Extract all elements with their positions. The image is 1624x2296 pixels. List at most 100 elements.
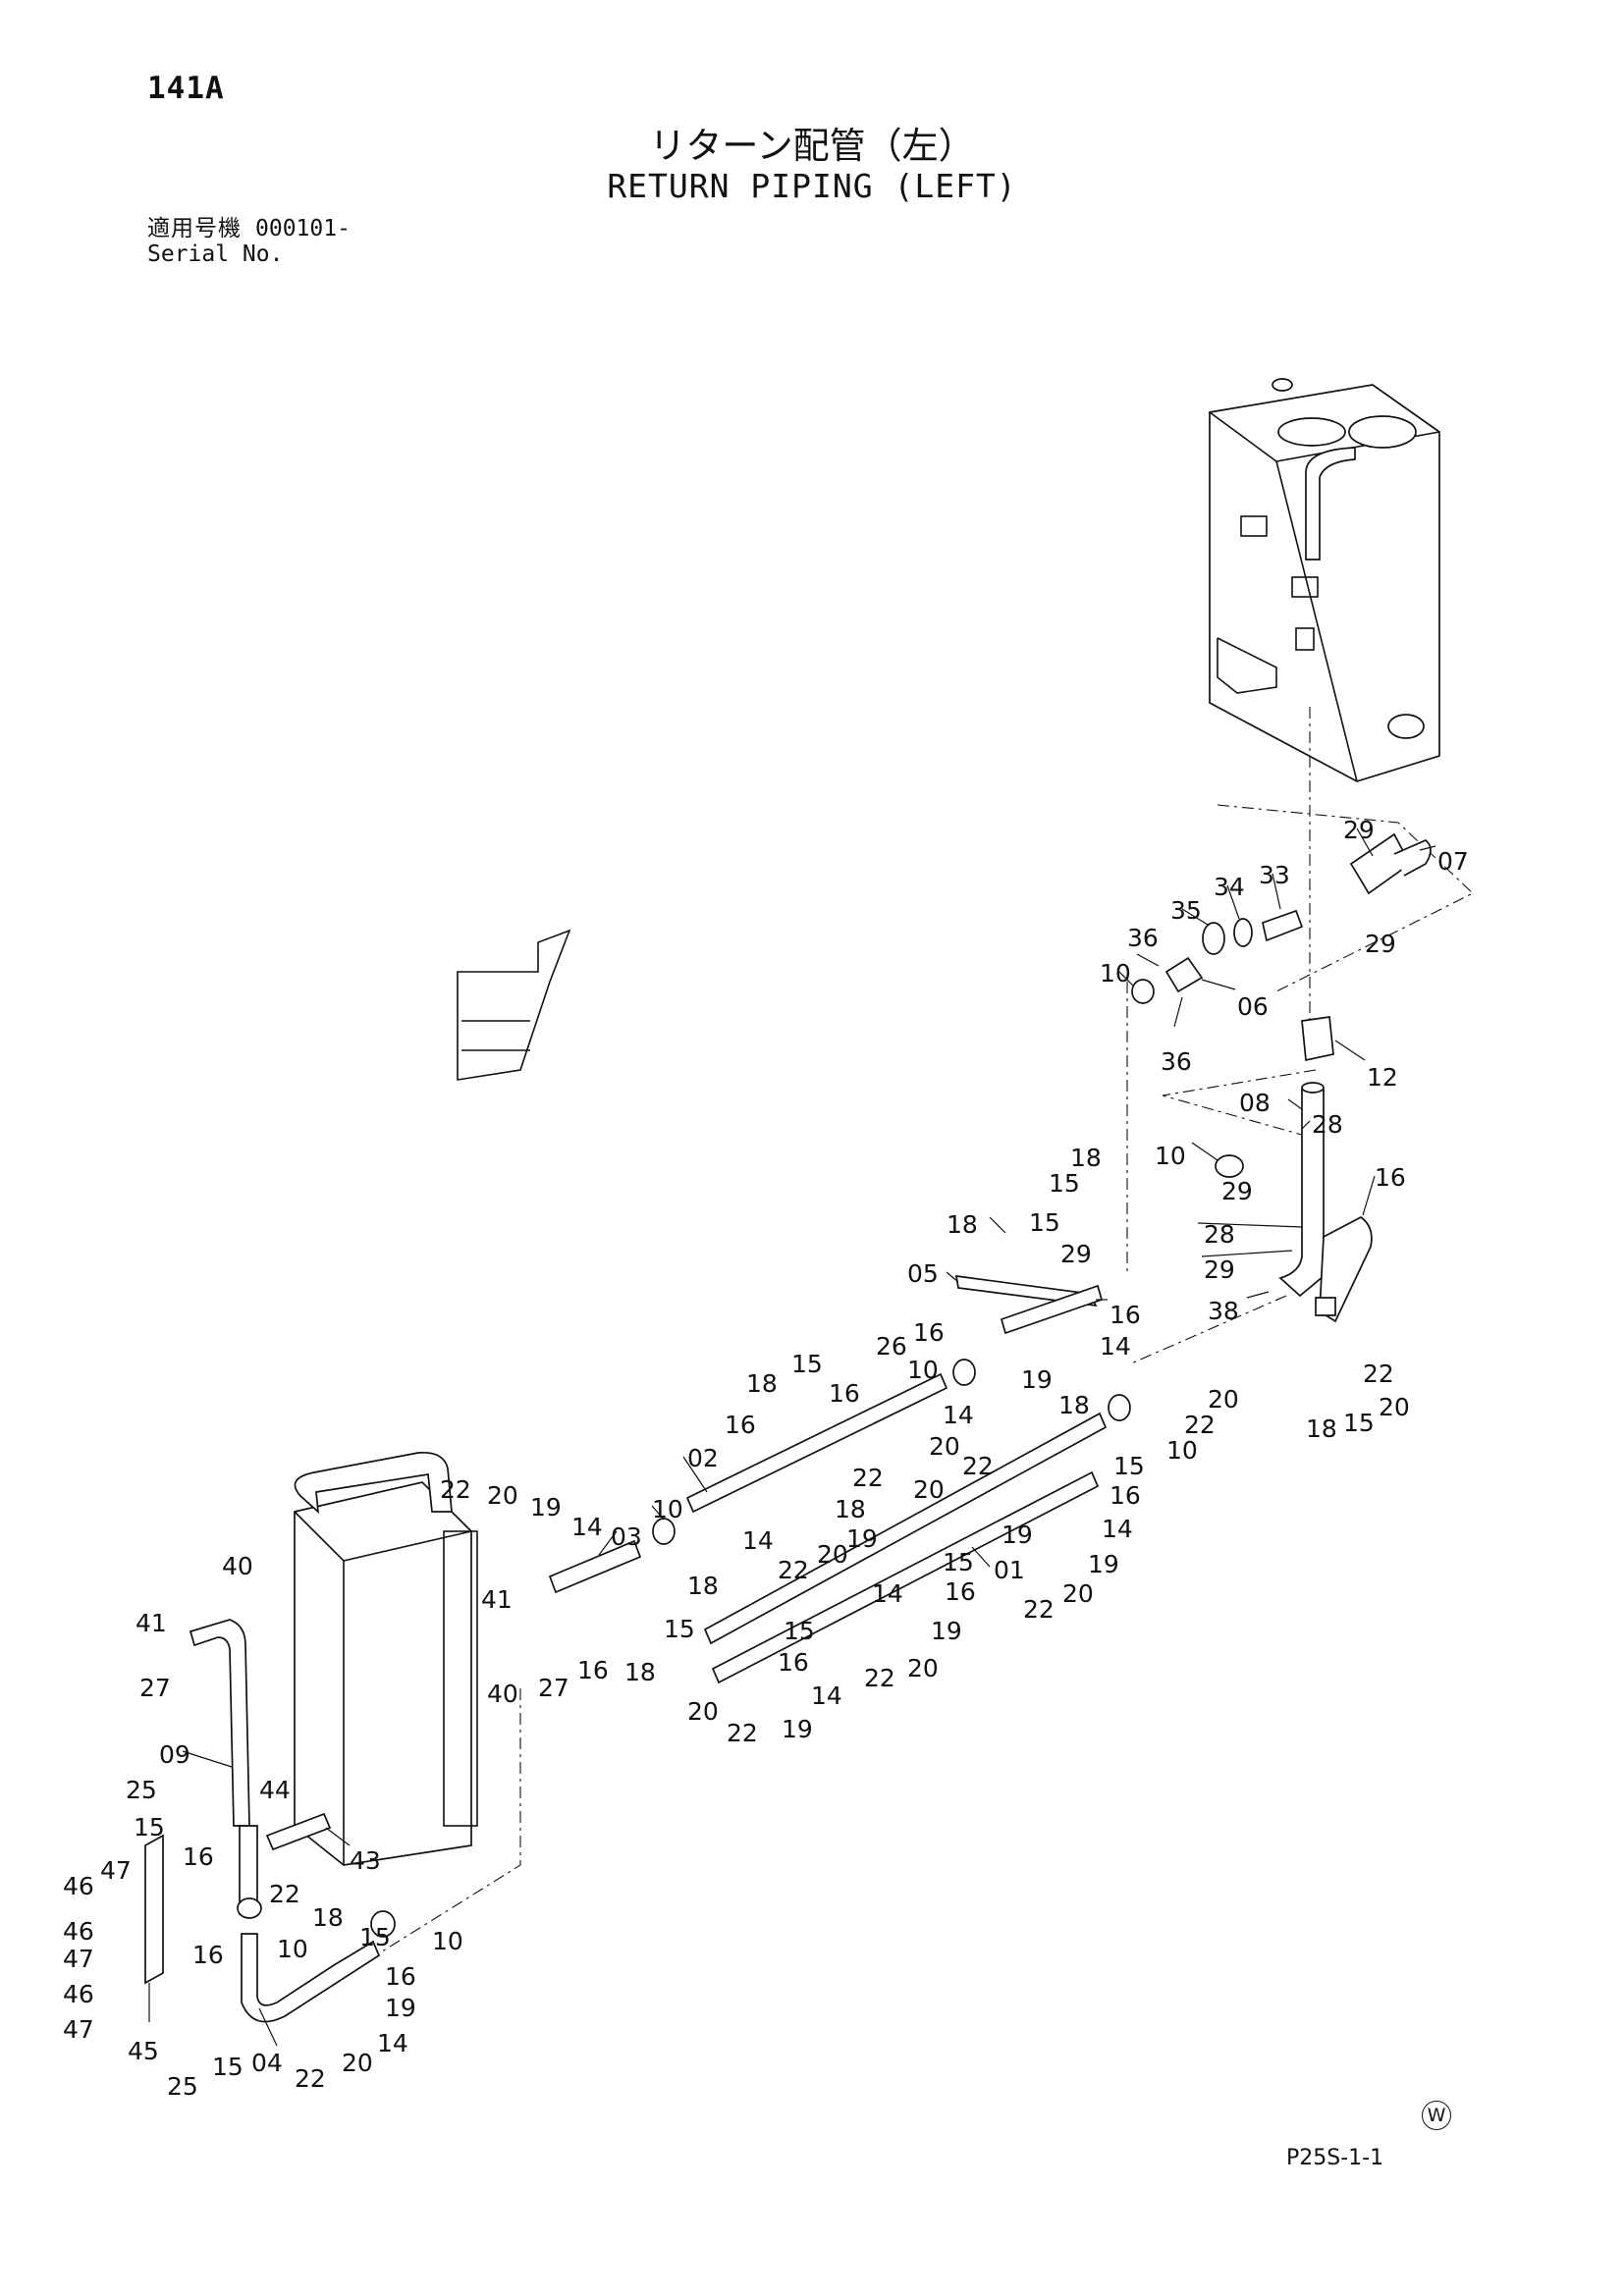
- tank-drain: [1387, 714, 1425, 739]
- upper-fittings: [1131, 832, 1432, 1178]
- callout-label: 46: [63, 1980, 94, 2008]
- page-title-jp: リターン配管（左）: [649, 125, 975, 167]
- callout-label: 18: [1070, 1144, 1102, 1172]
- callout-label: 22: [1184, 1411, 1216, 1439]
- callout-label: 26: [876, 1332, 907, 1361]
- leader-34: [1226, 884, 1240, 920]
- callout-label: 07: [1437, 847, 1469, 876]
- callout-label: 22: [864, 1664, 895, 1692]
- callout-label: 22: [1023, 1595, 1055, 1624]
- callout-label: 36: [1161, 1047, 1192, 1076]
- callout-label: 25: [126, 1776, 157, 1804]
- callout-label: 40: [222, 1552, 253, 1580]
- callout-label: 16: [1375, 1163, 1406, 1192]
- leader-05: [946, 1271, 959, 1283]
- part-08-vertical-pipe: [1278, 1082, 1373, 1323]
- part-01-lower-pipe: [711, 1470, 1100, 1684]
- callout-label: 15: [212, 2053, 244, 2081]
- callout-label: 10: [277, 1935, 308, 1963]
- callout-label: 34: [1214, 873, 1245, 901]
- cooler-body: [294, 1481, 472, 1866]
- callout-label: 06: [1237, 992, 1269, 1021]
- part-06-flange: [1164, 956, 1204, 993]
- callout-label: 15: [664, 1615, 695, 1643]
- leader-29a: [1356, 828, 1374, 857]
- callout-label: 18: [835, 1495, 866, 1523]
- callout-label: 25: [167, 2072, 198, 2101]
- callout-label: 16: [778, 1648, 809, 1677]
- part-33-valve: [1262, 909, 1304, 942]
- callout-label: 20: [342, 2049, 373, 2077]
- leader-16a: [1362, 1175, 1376, 1216]
- part-10-clamp-03: [652, 1518, 676, 1545]
- callout-label: 20: [687, 1697, 719, 1726]
- leader-36b: [1173, 996, 1183, 1028]
- callout-label: 36: [1127, 924, 1159, 952]
- callout-label: 08: [1239, 1089, 1271, 1117]
- leader-10a: [1118, 971, 1134, 987]
- callout-label: 14: [811, 1682, 842, 1710]
- part-43-bracket: [265, 1812, 332, 1851]
- leader-10b: [1191, 1142, 1218, 1161]
- leader-28: [1301, 1120, 1311, 1130]
- callout-label: 14: [1102, 1515, 1133, 1543]
- leader-06: [1201, 979, 1236, 990]
- callout-label: 47: [63, 2015, 94, 2044]
- callout-label: 19: [1001, 1521, 1033, 1549]
- oil-cooler-assembly: [294, 1451, 478, 1866]
- callout-label: 27: [139, 1674, 171, 1702]
- callout-label: 10: [652, 1495, 683, 1523]
- leader-03: [598, 1530, 618, 1556]
- callout-label: 16: [1110, 1481, 1141, 1510]
- part-45-plate: [144, 1834, 164, 1985]
- callout-label: 28: [1312, 1110, 1343, 1139]
- leader-43: [325, 1827, 351, 1846]
- callout-label: 16: [385, 1962, 416, 1991]
- callout-label: 29: [1204, 1255, 1235, 1284]
- callout-label: 20: [929, 1432, 960, 1461]
- part-12-fitting: [1301, 1016, 1334, 1062]
- center-line-38: [1128, 1295, 1287, 1365]
- tank-corner-edge: [1275, 460, 1358, 782]
- callout-label: 16: [183, 1842, 214, 1871]
- tank-port-2: [1348, 415, 1417, 449]
- callout-label: 20: [817, 1540, 848, 1569]
- hydraulic-tank: [1209, 378, 1440, 782]
- callout-label: 15: [1343, 1409, 1375, 1437]
- callout-label: 33: [1259, 861, 1290, 889]
- cooler-side-plate: [443, 1530, 478, 1827]
- callout-label: 18: [947, 1210, 978, 1239]
- callout-label: 16: [913, 1318, 945, 1347]
- part-10-clamp-04: [370, 1910, 396, 1938]
- callout-label: 41: [135, 1609, 167, 1637]
- callout-label: 14: [943, 1401, 974, 1429]
- tank-base-frame: [1217, 637, 1277, 694]
- callout-label: 47: [100, 1856, 132, 1885]
- callout-label: 20: [1208, 1385, 1239, 1414]
- leader-04: [258, 2007, 278, 2047]
- callout-label: 29: [1221, 1177, 1253, 1205]
- callout-label: 15: [134, 1813, 165, 1842]
- callout-label: 46: [63, 1917, 94, 1946]
- leader-36a: [1136, 953, 1160, 967]
- callout-label: 16: [829, 1379, 860, 1408]
- callout-label: 19: [530, 1493, 562, 1522]
- pipe-08-branch: [1319, 1216, 1373, 1323]
- callout-label: 22: [778, 1556, 809, 1584]
- leader-07: [1419, 845, 1436, 851]
- callout-label: 19: [846, 1524, 878, 1553]
- callout-label: 35: [1170, 896, 1202, 925]
- part-10-clamp-08: [1215, 1154, 1244, 1178]
- center-line-12: [1162, 1069, 1317, 1140]
- cooler-top-tank: [294, 1451, 453, 1515]
- tank-body: [1209, 384, 1440, 782]
- callout-label: 22: [295, 2064, 326, 2093]
- callout-label: 05: [907, 1259, 939, 1288]
- callout-label: 38: [1208, 1297, 1239, 1325]
- part-10-clamp-09: [237, 1897, 262, 1919]
- callout-label: 22: [440, 1475, 471, 1504]
- callout-label: 12: [1367, 1063, 1398, 1092]
- callout-label: 28: [1204, 1220, 1235, 1249]
